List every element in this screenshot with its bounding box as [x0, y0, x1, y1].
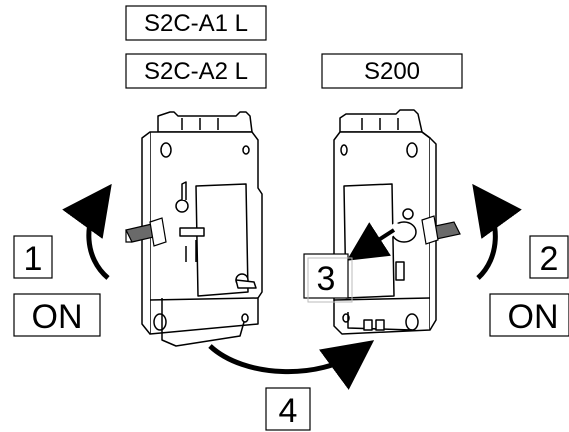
on-label-right: ON	[489, 293, 569, 337]
left-toggle-handle	[125, 217, 167, 247]
step-1-label: 1	[13, 235, 53, 279]
step-2-label: 2	[529, 235, 569, 279]
rotate-left-arrow-icon	[62, 183, 112, 280]
right-toggle-handle	[421, 215, 461, 245]
model-label-a1-text: S2C-A1 L	[144, 10, 248, 37]
step-1-text: 1	[24, 240, 43, 278]
step-3-text: 3	[317, 260, 336, 298]
model-label-s200-text: S200	[364, 58, 420, 85]
on-left-text: ON	[32, 298, 83, 336]
on-right-text: ON	[508, 298, 559, 336]
on-label-left: ON	[13, 293, 101, 337]
model-label-a2-text: S2C-A2 L	[144, 58, 248, 85]
step-2-text: 2	[540, 240, 559, 278]
step-3-label: 3	[303, 253, 353, 303]
model-label-a1: S2C-A1 L	[125, 5, 267, 41]
step-4-label: 4	[265, 387, 311, 431]
model-label-a2: S2C-A2 L	[125, 53, 267, 89]
slide-arrow-icon	[208, 340, 375, 390]
push-arrow-icon	[346, 222, 401, 261]
left-module	[141, 111, 263, 347]
model-label-s200: S200	[321, 53, 463, 89]
step-4-text: 4	[279, 392, 298, 430]
rotate-right-arrow-icon	[472, 183, 522, 280]
right-module	[333, 109, 437, 335]
